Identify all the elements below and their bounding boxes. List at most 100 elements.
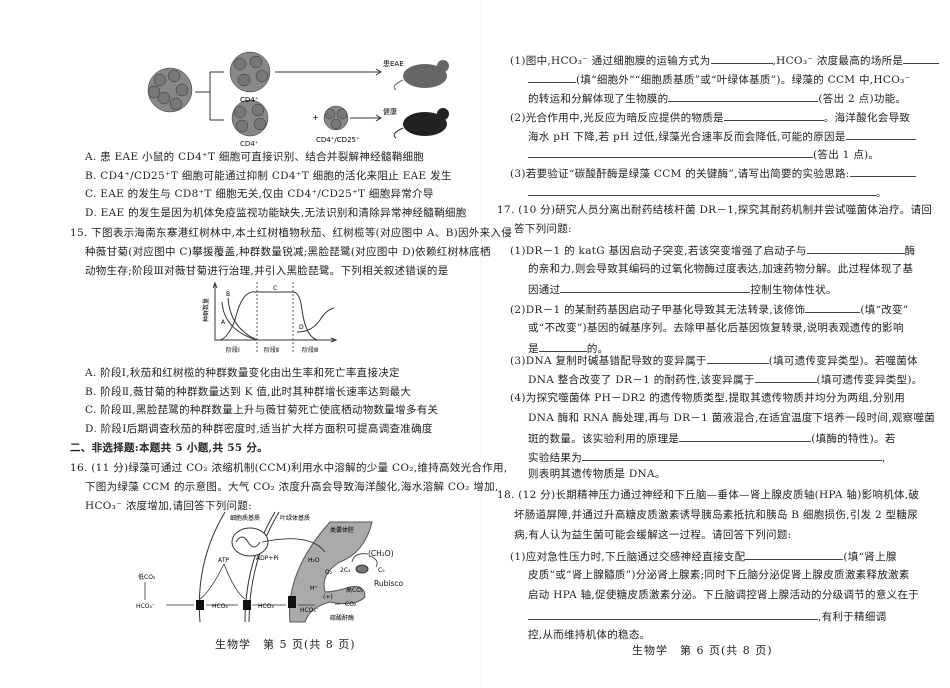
answer-blank[interactable] <box>806 242 905 254</box>
answer-blank[interactable] <box>528 71 576 83</box>
q16-3-line1: (3)若要验证“碳酸酐酶是绿藻 CCM 的关键酶”,请写出简要的实验思路: <box>510 165 916 181</box>
answer-blank[interactable] <box>528 184 876 196</box>
answer-blank[interactable] <box>706 352 769 364</box>
label-ch2o: (CH₂O) <box>368 549 394 558</box>
page-footer-right: 生物学 第 6 页(共 8 页) <box>632 644 773 657</box>
answer-blank[interactable] <box>723 109 824 121</box>
question-text: , <box>882 452 886 464</box>
figure-16-ccm-diagram: 细胞质基质 叶绿体基质 类囊体腔 ADP+Pi ATP 低CO₂ HCO₃⁻ H… <box>136 511 430 626</box>
mitochondrion <box>231 527 269 557</box>
label-plus: (+) <box>323 594 333 601</box>
q17-3-line2: DNA 整合改变了 DR－1 的耐药性,该变异属于(填可遗传变异类型)。 <box>528 371 923 387</box>
axes <box>214 284 336 341</box>
q18-stem-line2: 坏肠道屏障,并通过升高糖皮质激素诱导胰岛素抵抗和胰岛 B 细胞损伤,引发 2 型… <box>514 509 919 521</box>
label-thylakoid: 类囊体腔 <box>330 526 354 534</box>
cell-cluster-cd4-top <box>229 51 271 93</box>
label-d: D <box>299 324 304 331</box>
figure-14-t-cell-experiment: + CD4⁺ CD4⁺ CD4⁺/CD25⁺ 患EAE 健康 <box>140 50 460 154</box>
curve-c <box>219 291 319 341</box>
question-text: (3)若要验证“碳酸酐酶是绿藻 CCM 的关键酶”,请写出简要的实验思路: <box>510 168 850 180</box>
question-text: 因通过 <box>528 284 561 296</box>
answer-blank[interactable] <box>805 301 861 313</box>
question-text: 。 <box>876 187 887 199</box>
q17-4-line1: (4)为探究噬菌体 PH－DR2 的遗传物质类型,提取其遗传物质并均分为两组,分… <box>510 392 906 404</box>
label-eae: 患EAE <box>383 59 404 68</box>
branch-arrows <box>195 71 224 121</box>
cell-cluster-cd4-bottom <box>231 99 269 137</box>
svg-text:+: + <box>312 113 319 122</box>
label-carbonic-anhydrase: 碳酸酐酶 <box>330 614 354 622</box>
question-text: (2)光合作用中,光反应为暗反应提供的物质是 <box>510 112 724 124</box>
answer-blank[interactable] <box>849 165 916 177</box>
answer-blank[interactable] <box>668 90 819 102</box>
q18-1-line2: 皮质”或“肾上腺髓质”)分泌肾上腺素;同时下丘脑分泌促肾上腺皮质激素释放激素 <box>528 569 910 581</box>
question-text: DNA 整合改变了 DR－1 的耐药性,该变异属于 <box>528 374 755 386</box>
answer-blank[interactable] <box>560 281 751 293</box>
question-text: 控制生物体性状。 <box>750 284 837 296</box>
q14-option-a: A. 患 EAE 小鼠的 CD4⁺T 细胞可直接识别、结合并裂解神经髓鞘细胞 <box>85 151 425 163</box>
q16-stem-line1: 16. (11 分)绿藻可通过 CO₂ 浓缩机制(CCM)利用水中溶解的少量 C… <box>70 462 508 474</box>
answer-blank[interactable] <box>528 608 818 620</box>
answer-blank[interactable] <box>903 52 940 64</box>
answer-blank[interactable] <box>710 52 773 64</box>
question-text: (1)DR－1 的 katG 基因启动子突变,若该突变增强了启动子与 <box>510 245 807 257</box>
curve-a <box>221 301 258 341</box>
label-c: C <box>273 285 277 292</box>
answer-blank[interactable] <box>528 146 813 158</box>
question-text: 海水 pH 下降,若 pH 过低,绿藻光合速率反而会降低,可能的原因是 <box>528 131 846 143</box>
label-a: A <box>221 319 226 326</box>
answer-blank[interactable] <box>582 449 882 461</box>
q17-4-line5: 则表明其遗传物质是 DNA。 <box>528 468 666 480</box>
page-divider <box>481 0 482 688</box>
answer-blank[interactable] <box>745 548 844 560</box>
answer-blank[interactable] <box>538 340 587 352</box>
label-cytoplasm: 细胞质基质 <box>230 514 260 522</box>
answer-blank[interactable] <box>754 371 817 383</box>
mouse-eae-image <box>393 60 449 91</box>
label-stroma: 叶绿体基质 <box>280 514 310 522</box>
q17-2-line1: (2)DR－1 的某耐药基因启动子甲基化导致其无法转录,该修饰 (填“改变” <box>510 301 909 317</box>
label-atp: ATP <box>218 557 229 564</box>
page-footer-left: 生物学 第 5 页(共 8 页) <box>215 638 356 651</box>
question-text: (1)图中,HCO₃⁻ 通过细胞膜的运输方式为 <box>510 55 711 67</box>
label-h2o: H₂O <box>308 557 320 564</box>
label-low-co2: 低CO₂ <box>138 573 156 581</box>
q15-stem-line1: 15. 下图表示海南东寨港红树林中,本土红树植物秋茄、红树榄等(对应图中 A、B… <box>70 227 513 239</box>
transporter-3 <box>288 596 296 608</box>
question-text: (填“改变” <box>860 304 909 316</box>
q17-4-line4: 实验结果为, <box>528 449 886 465</box>
question-text: (填“细胞外”“细胞质基质”或“叶绿体基质”)。绿藻的 CCM 中,HCO₃⁻ <box>576 74 911 86</box>
answer-blank[interactable] <box>679 430 812 442</box>
q17-2-line3: 是的。 <box>528 340 608 356</box>
q17-stem-line1: 17. (10 分)研究人员分离出耐药结核杆菌 DR－1,探究其耐药机制并尝试噬… <box>497 204 933 216</box>
label-healthy: 健康 <box>383 107 397 116</box>
question-text: (填可遗传变异类型)。若噬菌体 <box>768 355 918 367</box>
question-text: 酶 <box>904 245 916 257</box>
thylakoid <box>289 521 373 623</box>
q16-1-line2: (填“细胞外”“细胞质基质”或“叶绿体基质”)。绿藻的 CCM 中,HCO₃⁻ <box>528 71 910 87</box>
q16-2-line1: (2)光合作用中,光反应为暗反应提供的物质是 。海洋酸化会导致 <box>510 109 910 125</box>
label-hco3-stroma: HCO₃⁻ <box>258 603 277 610</box>
curve-d <box>296 307 335 333</box>
stage-2-label: 阶段Ⅱ <box>264 346 279 354</box>
transporter-1 <box>196 600 204 610</box>
q16-1-line1: (1)图中,HCO₃⁻ 通过细胞膜的运输方式为,HCO₃⁻ 浓度最高的场所是 <box>510 52 940 68</box>
question-text: (答出 2 点)功能。 <box>818 93 907 105</box>
question-text: (答出 1 点)。 <box>813 149 880 161</box>
mouse-healthy-image <box>393 108 449 139</box>
q17-4-line3: 斑的数量。该实验利用的原理是(填酶的特性)。若 <box>528 430 896 446</box>
answer-blank[interactable] <box>845 128 916 140</box>
q16-1-line3: 的转运和分解体现了生物膜的(答出 2 点)功能。 <box>528 90 906 106</box>
q16-3-line2: 。 <box>528 184 887 200</box>
label-cd4-top: CD4⁺ <box>240 96 259 104</box>
question-text: 。海洋酸化会导致 <box>823 112 911 124</box>
q18-1-line4: ,有利于精细调 <box>528 608 886 624</box>
q17-3-line1: (3)DNA 复制时碱基错配导致的变异属于(填可遗传变异类型)。若噬菌体 <box>510 352 918 368</box>
rubisco-enzyme <box>355 564 369 574</box>
question-text: 的。 <box>586 343 609 355</box>
q18-1-line5: 控,从而维持机体的稳态。 <box>528 629 651 641</box>
q17-4-line2: DNA 酶和 RNA 酶处理,再与 DR－1 菌液混合,在适宜温度下培养一段时间… <box>528 412 936 424</box>
question-text: 斑的数量。该实验利用的原理是 <box>528 433 680 445</box>
question-text: (2)DR－1 的某耐药基因启动子甲基化导致其无法转录,该修饰 <box>510 304 806 316</box>
q16-stem-line2: 下图为绿藻 CCM 的示意图。大气 CO₂ 浓度升高会导致海洋酸化,海水溶解 C… <box>85 481 499 493</box>
